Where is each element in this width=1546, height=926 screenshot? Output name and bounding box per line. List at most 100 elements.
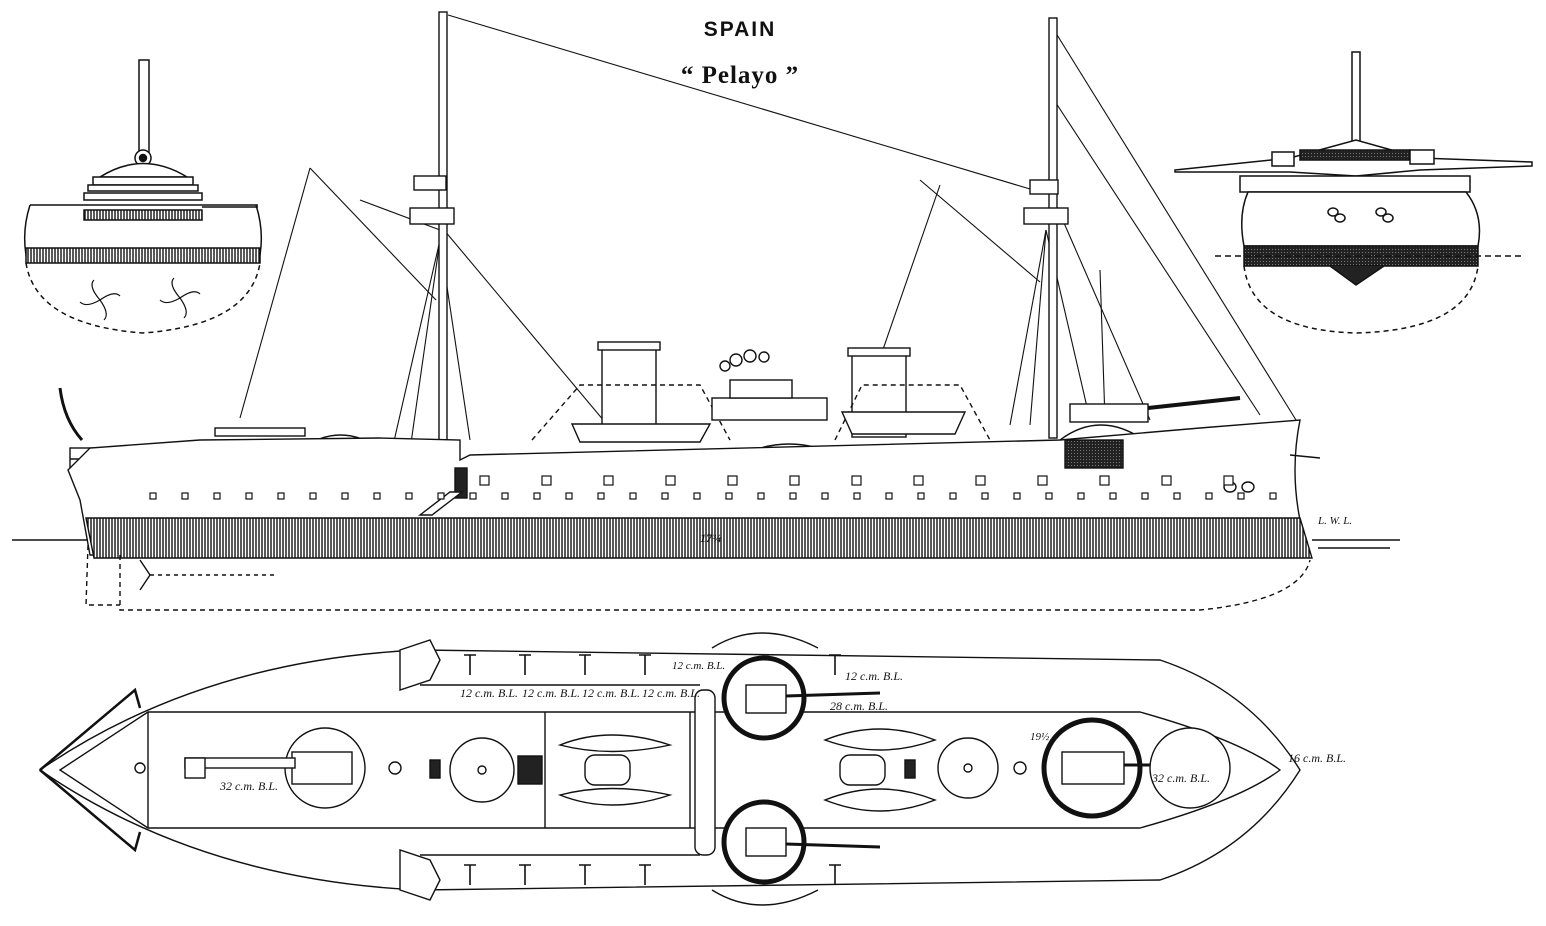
- boat-fore: [840, 411, 967, 435]
- porthole: [1077, 492, 1085, 500]
- porthole: [1109, 492, 1117, 500]
- porthole: [1045, 492, 1053, 500]
- armor-belt: [85, 517, 1313, 559]
- secondary-gun-mount: [829, 654, 841, 675]
- secondary-gun-mounts: [464, 654, 841, 885]
- gunport: [975, 475, 986, 486]
- porthole: [693, 492, 701, 500]
- plan-view: [38, 632, 1301, 906]
- porthole: [789, 492, 797, 500]
- gun-label-12cm-1: 12 c.m. B.L.: [460, 686, 518, 700]
- porthole: [661, 492, 669, 500]
- gun-label-12cm-4: 12 c.m. B.L.: [642, 686, 700, 700]
- secondary-gun-mount: [464, 654, 476, 675]
- gunport: [913, 475, 924, 486]
- boat-aft: [570, 423, 712, 443]
- hull-plan: [38, 649, 1301, 891]
- gunport: [603, 475, 614, 486]
- porthole: [501, 492, 509, 500]
- gun-label-32cm-fwd: 32 c.m. B.L.: [1151, 771, 1210, 785]
- gunport: [1223, 475, 1234, 486]
- stern-mast: [138, 59, 150, 156]
- porthole: [597, 492, 605, 500]
- gunport: [789, 475, 800, 486]
- porthole: [1013, 492, 1021, 500]
- porthole: [1205, 492, 1213, 500]
- propeller-left-icon: [79, 279, 121, 321]
- portholes: [149, 475, 1277, 500]
- gunport: [479, 475, 490, 486]
- secondary-gun-mount: [519, 864, 531, 885]
- porthole: [885, 492, 893, 500]
- porthole: [981, 492, 989, 500]
- porthole: [373, 492, 381, 500]
- porthole: [949, 492, 957, 500]
- bow-end-view: [1174, 51, 1533, 334]
- main-fighting-top: [409, 207, 455, 225]
- porthole: [853, 492, 861, 500]
- secondary-gun-mount: [579, 864, 591, 885]
- side-armor-patch: [1064, 439, 1124, 469]
- secondary-gun-mount: [829, 864, 841, 885]
- porthole: [1269, 492, 1277, 500]
- porthole: [1141, 492, 1149, 500]
- gunport: [1099, 475, 1110, 486]
- porthole: [245, 492, 253, 500]
- secondary-gun-mount: [579, 654, 591, 675]
- gun-label-12cm-2: 12 c.m. B.L.: [522, 686, 580, 700]
- gun-label-28cm: 28 c.m. B.L.: [830, 699, 888, 713]
- gunport: [541, 475, 552, 486]
- stern-end-view: [23, 59, 263, 334]
- porthole: [405, 492, 413, 500]
- porthole: [181, 492, 189, 500]
- porthole: [565, 492, 573, 500]
- gun-label-12cm-5: 12 c.m. B.L.: [672, 660, 725, 672]
- secondary-gun-mount: [639, 864, 651, 885]
- porthole: [917, 492, 925, 500]
- secondary-gun-mount: [464, 864, 476, 885]
- gunport: [851, 475, 862, 486]
- porthole: [309, 492, 317, 500]
- gun-label-12cm-3: 12 c.m. B.L.: [582, 686, 640, 700]
- porthole: [533, 492, 541, 500]
- porthole: [821, 492, 829, 500]
- smoke-icon: [719, 349, 770, 372]
- side-elevation: 17¾ L. W. L.: [12, 11, 1400, 611]
- main-mast: [438, 11, 448, 453]
- gunport: [1037, 475, 1048, 486]
- porthole: [725, 492, 733, 500]
- gunport: [727, 475, 738, 486]
- country-title: SPAIN: [703, 18, 777, 41]
- gun-label-12cm-6: 12 c.m. B.L.: [845, 669, 903, 683]
- belt-mark-label: 17¾: [700, 531, 721, 545]
- hawse-holes-icon: [1327, 207, 1394, 223]
- stern-belt: [25, 247, 261, 264]
- armor-mark-label: 19½: [1030, 731, 1049, 743]
- fore-mast: [1048, 17, 1058, 439]
- secondary-gun-mount: [639, 654, 651, 675]
- bridge: [711, 397, 828, 421]
- porthole: [277, 492, 285, 500]
- porthole: [341, 492, 349, 500]
- porthole: [437, 492, 445, 500]
- porthole: [629, 492, 637, 500]
- ship-name-title: “ Pelayo ”: [680, 62, 800, 89]
- bow-gun-platform: [1149, 727, 1231, 809]
- stern-turret-base: [83, 209, 203, 221]
- porthole: [149, 492, 157, 500]
- porthole: [1173, 492, 1181, 500]
- bow-mast: [1351, 51, 1361, 145]
- waterline-label: L. W. L.: [1317, 515, 1352, 527]
- gunport: [1161, 475, 1172, 486]
- porthole: [1237, 492, 1245, 500]
- gun-label-16cm: 16 c.m. B.L.: [1288, 751, 1346, 765]
- gun-label-32cm-aft: 32 c.m. B.L.: [219, 779, 278, 793]
- fore-fighting-top: [1023, 207, 1069, 225]
- porthole: [213, 492, 221, 500]
- secondary-gun-mount: [519, 654, 531, 675]
- porthole: [757, 492, 765, 500]
- porthole: [469, 492, 477, 500]
- propeller-right-icon: [159, 277, 201, 319]
